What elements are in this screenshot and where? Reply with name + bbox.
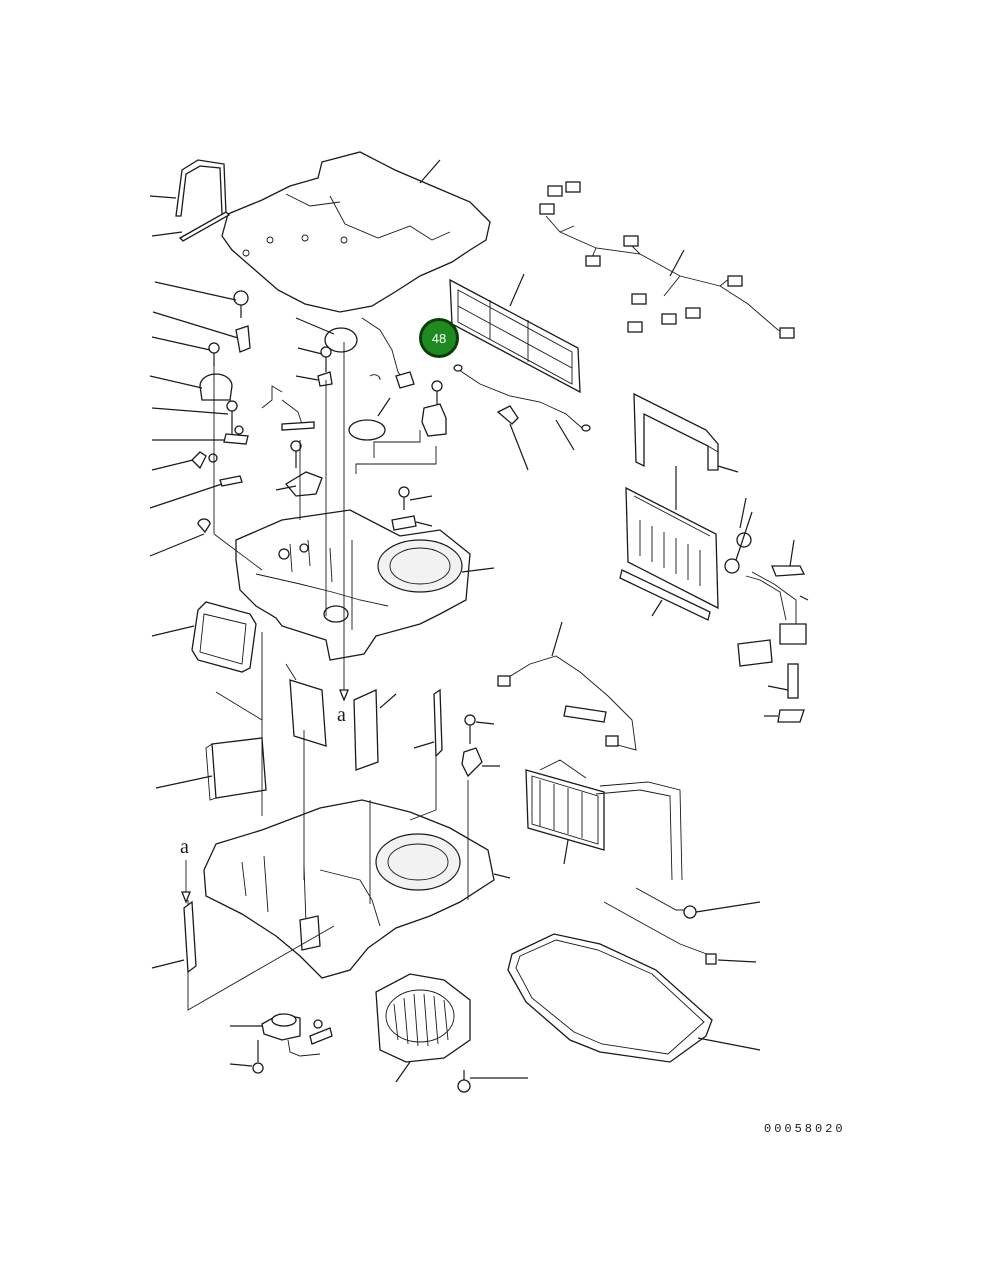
heater-core — [525, 759, 683, 881]
narrow-damper — [151, 900, 197, 974]
callout-marker-48[interactable]: 48 — [419, 318, 459, 358]
sensor-wires — [603, 887, 761, 965]
drawing-number: 00058020 — [764, 1122, 846, 1136]
heater-cable — [497, 621, 637, 751]
upper-case-housing — [235, 509, 495, 661]
air-filter — [449, 273, 581, 394]
view-letter-lower: a — [180, 836, 189, 858]
callout-number: 48 — [431, 330, 447, 346]
evaporator-frame — [633, 392, 739, 473]
blower-motor — [375, 973, 471, 1083]
view-letter-upper: a — [337, 704, 346, 726]
blower-bolt — [457, 1070, 528, 1093]
lower-case-housing — [187, 680, 511, 1011]
left-fastener-column — [149, 281, 251, 557]
wire-harness — [539, 181, 795, 339]
assembly-guide-lines — [181, 342, 437, 904]
seal-frame — [151, 601, 257, 673]
actuator-cluster — [261, 317, 529, 531]
evaporator-core — [619, 466, 809, 723]
damper-plates — [285, 663, 500, 778]
upper-case-cover — [221, 151, 491, 313]
sensor-cable — [453, 364, 591, 451]
handle-bracket — [149, 159, 231, 242]
resistor-unit — [229, 1013, 333, 1074]
drain-seal — [507, 933, 761, 1063]
